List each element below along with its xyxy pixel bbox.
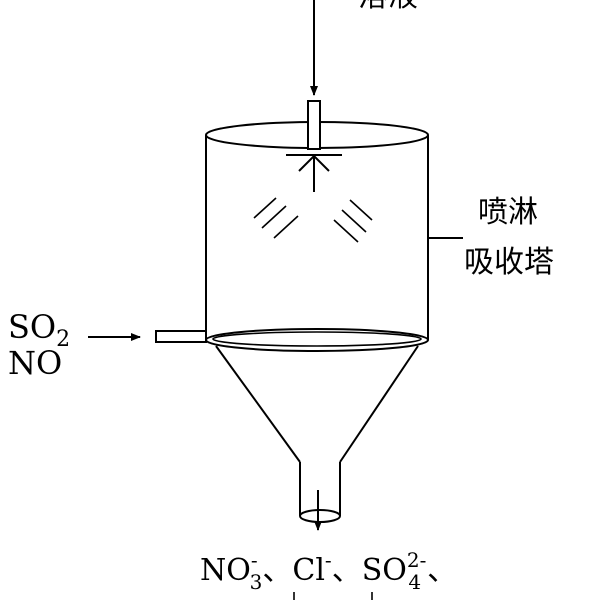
outlet-pipe-end <box>299 509 341 523</box>
funnel-left-side <box>215 345 301 463</box>
tower-bottom-rim-inner <box>212 331 422 347</box>
gas-inlet-pipe <box>155 330 207 343</box>
spray-droplets-left <box>253 197 299 239</box>
top-inlet-pipe-cover <box>309 102 319 148</box>
funnel-right-side <box>339 345 419 463</box>
tower-label-line1: 喷淋 <box>478 195 538 230</box>
gas-label-so2: SO2 <box>8 308 70 352</box>
ion-sulfate: SO <box>362 553 407 588</box>
tower-label-line2: 吸收塔 <box>464 245 554 280</box>
spray-droplets-right <box>333 199 373 243</box>
ion-chloride: Cl <box>292 553 325 588</box>
top-inlet-label: 溶液 <box>358 0 418 14</box>
nozzle-arrow <box>298 154 330 192</box>
gas-label-no: NO <box>8 344 62 382</box>
ion-nitrate: NO <box>200 553 251 588</box>
top-inlet-pipe-outline <box>307 100 321 150</box>
product-ions: NO-3、Cl-、SO2-4、 <box>200 548 457 594</box>
